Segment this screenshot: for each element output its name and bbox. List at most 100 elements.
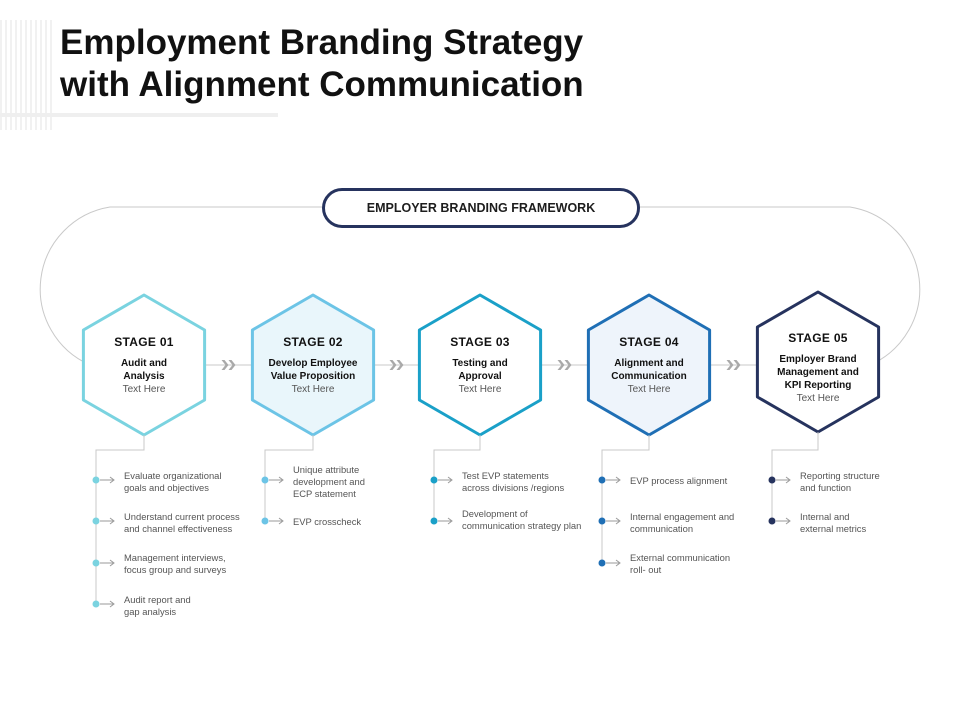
decorative-stripes xyxy=(0,20,55,130)
stage-placeholder-text: Text Here xyxy=(291,384,335,395)
framework-title: EMPLOYER BRANDING FRAMEWORK xyxy=(366,201,596,215)
arrow-right-icon xyxy=(109,559,115,567)
framework-title-pill: EMPLOYER BRANDING FRAMEWORK xyxy=(322,188,640,228)
bullet-dot xyxy=(598,476,606,484)
chevron-right-icon xyxy=(389,360,404,370)
bullet-dot xyxy=(261,476,269,484)
stage-title: STAGE 04 xyxy=(619,335,679,349)
activity-text-line: Management interviews, xyxy=(124,552,226,563)
arrow-right-icon xyxy=(278,517,284,525)
stage-name-line: Testing and xyxy=(452,358,508,369)
stage-name-line: Value Proposition xyxy=(270,371,356,382)
activity-text-line: gap analysis xyxy=(124,606,177,617)
branch-connector-line xyxy=(771,432,819,521)
activity-text-line: Reporting structure xyxy=(800,470,880,481)
stage-title: STAGE 05 xyxy=(788,331,848,345)
stage-4-activity-item: EVP process alignment xyxy=(630,475,760,487)
stage-2-activity-item: EVP crosscheck xyxy=(293,516,423,528)
stage-name-line: KPI Reporting xyxy=(784,380,852,391)
activity-text-line: Unique attribute xyxy=(293,464,360,475)
stage-name-line: Develop Employee xyxy=(268,358,358,369)
activity-text-line: EVP crosscheck xyxy=(293,516,362,527)
page-title-line-1: Employment Branding Strategy xyxy=(60,23,584,62)
stage-title: STAGE 03 xyxy=(450,335,510,349)
arrow-right-icon xyxy=(615,517,621,525)
activity-text-line: Understand current process xyxy=(124,511,240,522)
bullet-dot xyxy=(598,559,606,567)
arrow-right-icon xyxy=(615,559,621,567)
stage-1-activity-item: Management interviews,focus group and su… xyxy=(124,552,254,576)
activity-text-line: communication xyxy=(630,523,694,534)
activity-text-line: Audit report and xyxy=(124,594,191,605)
bullet-dot xyxy=(598,517,606,525)
arrow-right-icon xyxy=(278,476,284,484)
activity-text-line: Development of xyxy=(462,508,528,519)
branch-connector-line xyxy=(433,435,481,521)
activity-text-line: Internal and xyxy=(800,511,850,522)
activity-text-line: Evaluate organizational xyxy=(124,470,222,481)
bullet-dot xyxy=(430,476,438,484)
activity-text-line: external metrics xyxy=(800,523,867,534)
branch-connector-line xyxy=(264,435,314,521)
stage-name-line: Employer Brand xyxy=(779,354,857,365)
page-title-line-2: with Alignment Communication xyxy=(60,65,584,104)
activity-text-line: roll- out xyxy=(630,564,662,575)
activity-text-line: communication strategy plan xyxy=(462,520,582,531)
activity-text-line: development and xyxy=(293,476,365,487)
branch-connector-line xyxy=(95,435,145,604)
stage-name-line: Audit and xyxy=(120,358,168,369)
stage-name-line: Management and xyxy=(777,367,859,378)
arrow-right-icon xyxy=(615,476,621,484)
activity-text-line: and channel effectiveness xyxy=(124,523,233,534)
stage-name-line: Approval xyxy=(458,371,502,382)
arrow-right-icon xyxy=(109,517,115,525)
framework-loop-connector xyxy=(39,206,921,366)
stage-name-line: Communication xyxy=(611,371,687,382)
stage-connectors xyxy=(205,360,757,370)
bullet-dot xyxy=(92,517,100,525)
arrow-right-icon xyxy=(785,517,791,525)
activity-text-line: Test EVP statements xyxy=(462,470,549,481)
page-title: Employment Branding Strategy with Alignm… xyxy=(60,22,680,106)
arrow-right-icon xyxy=(109,476,115,484)
chevron-right-icon xyxy=(726,360,741,370)
stage-placeholder-text: Text Here xyxy=(796,393,840,404)
arrow-right-icon xyxy=(447,517,453,525)
activity-text-line: External communication xyxy=(630,552,731,563)
title-underline xyxy=(0,113,278,117)
stage-title: STAGE 01 xyxy=(114,335,174,349)
arrow-right-icon xyxy=(785,476,791,484)
activity-text-line: ECP statement xyxy=(293,488,356,499)
arrow-right-icon xyxy=(447,476,453,484)
arrow-right-icon xyxy=(109,600,115,608)
stage-name-line: Analysis xyxy=(123,371,165,382)
bullet-dot xyxy=(92,600,100,608)
bullet-dot xyxy=(92,559,100,567)
bullet-dot xyxy=(768,476,776,484)
activity-text-line: goals and objectives xyxy=(124,482,209,493)
activity-text-line: focus group and surveys xyxy=(124,564,227,575)
chevron-right-icon xyxy=(221,360,236,370)
stage-name-line: Alignment and xyxy=(614,358,684,369)
chevron-right-icon xyxy=(557,360,572,370)
bullet-dot xyxy=(430,517,438,525)
bullet-dot xyxy=(92,476,100,484)
stage-placeholder-text: Text Here xyxy=(122,384,166,395)
activity-text-line: Internal engagement and xyxy=(630,511,735,522)
activity-branches xyxy=(92,432,819,608)
activity-text-line: and function xyxy=(800,482,852,493)
